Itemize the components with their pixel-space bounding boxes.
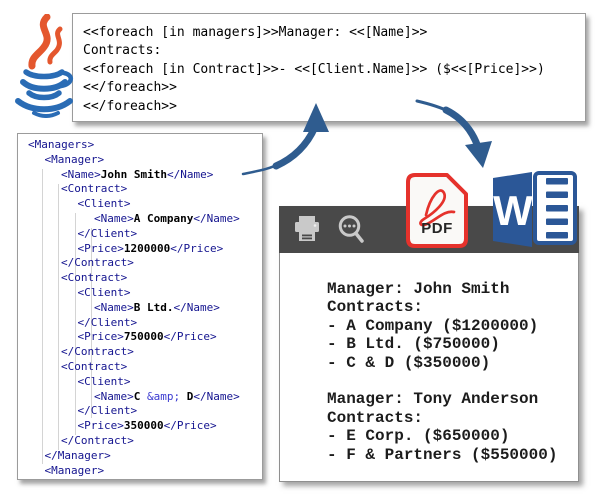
pdf-file-icon: [406, 173, 468, 248]
xml-line: <Price>750000</Price>: [77, 330, 217, 344]
xml-code: <Managers><Manager><Name>John Smith</Nam…: [18, 134, 262, 478]
xml-data-panel: <Managers><Manager><Name>John Smith</Nam…: [17, 133, 263, 480]
xml-line: </Client>: [77, 404, 138, 418]
xml-line: <Contract>: [61, 359, 128, 373]
xml-line: <Contract>: [61, 182, 128, 196]
xml-line: <Client>: [77, 285, 131, 299]
zoom-button[interactable]: [335, 214, 367, 246]
xml-line: <Contract>: [61, 271, 128, 285]
template-code: <<foreach [in managers]>>Manager: <<[Nam…: [83, 25, 545, 114]
java-logo-icon: [15, 14, 73, 118]
xml-line: <Manager>: [44, 152, 105, 166]
xml-line: <Managers>: [28, 138, 95, 151]
xml-line: <Name>John Smith</Name>: [61, 167, 214, 181]
xml-line: <Client>: [77, 374, 131, 388]
xml-line: </Client>: [77, 315, 138, 329]
printer-icon: [295, 216, 319, 241]
indent-guide: [58, 184, 59, 450]
xml-line: </Contract>: [61, 433, 134, 447]
indent-guide: [91, 228, 92, 418]
xml-line: </Manager>: [44, 448, 111, 462]
document-text: Manager: John Smith Contracts: - A Compa…: [327, 280, 558, 464]
xml-line: </Contract>: [61, 256, 134, 270]
xml-line: <Price>1200000</Price>: [77, 241, 224, 255]
xml-line: <Name>A Company</Name>: [94, 211, 240, 225]
indent-guide: [75, 213, 76, 435]
document-preview: Manager: John Smith Contracts: - A Compa…: [279, 253, 579, 482]
xml-line: </Client>: [77, 226, 138, 240]
xml-line: <Manager>: [44, 463, 105, 477]
xml-line: <Name>C &amp; D</Name>: [94, 389, 240, 403]
indent-guide: [42, 169, 43, 464]
xml-line: <Name>B Ltd.</Name>: [94, 300, 220, 314]
acrobat-logo-icon: [419, 189, 456, 227]
print-button[interactable]: [291, 214, 323, 246]
xml-line: <Client>: [77, 197, 131, 211]
pdf-label: PDF: [421, 220, 453, 237]
xml-line: </Contract>: [61, 345, 134, 359]
xml-line: <Price>350000</Price>: [77, 419, 217, 433]
word-file-icon: [493, 171, 577, 247]
word-letter: W: [493, 187, 533, 234]
magnifier-dots-icon: [338, 215, 364, 243]
template-code-box: <<foreach [in managers]>>Manager: <<[Nam…: [72, 13, 586, 122]
